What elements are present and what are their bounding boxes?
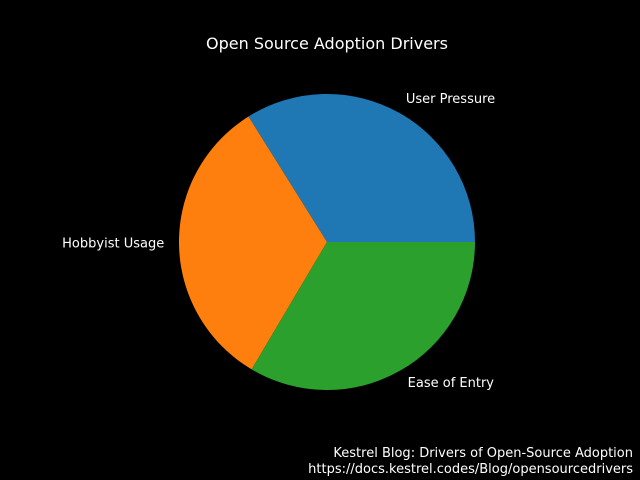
pie-slice-user-pressure [248,93,476,242]
pie-label-ease-of-entry: Ease of Entry [408,376,495,391]
source-url: https://docs.kestrel.codes/Blog/opensour… [308,462,633,477]
pie-label-user-pressure: User Pressure [406,92,495,107]
pie-slice-hobbyist-usage [178,116,327,370]
source-title: Kestrel Blog: Drivers of Open-Source Ado… [333,446,633,461]
chart-title: Open Source Adoption Drivers [206,34,448,53]
pie-slice-ease-of-entry [251,242,475,391]
pie-label-hobbyist-usage: Hobbyist Usage [62,237,164,252]
pie-slices [178,93,476,391]
